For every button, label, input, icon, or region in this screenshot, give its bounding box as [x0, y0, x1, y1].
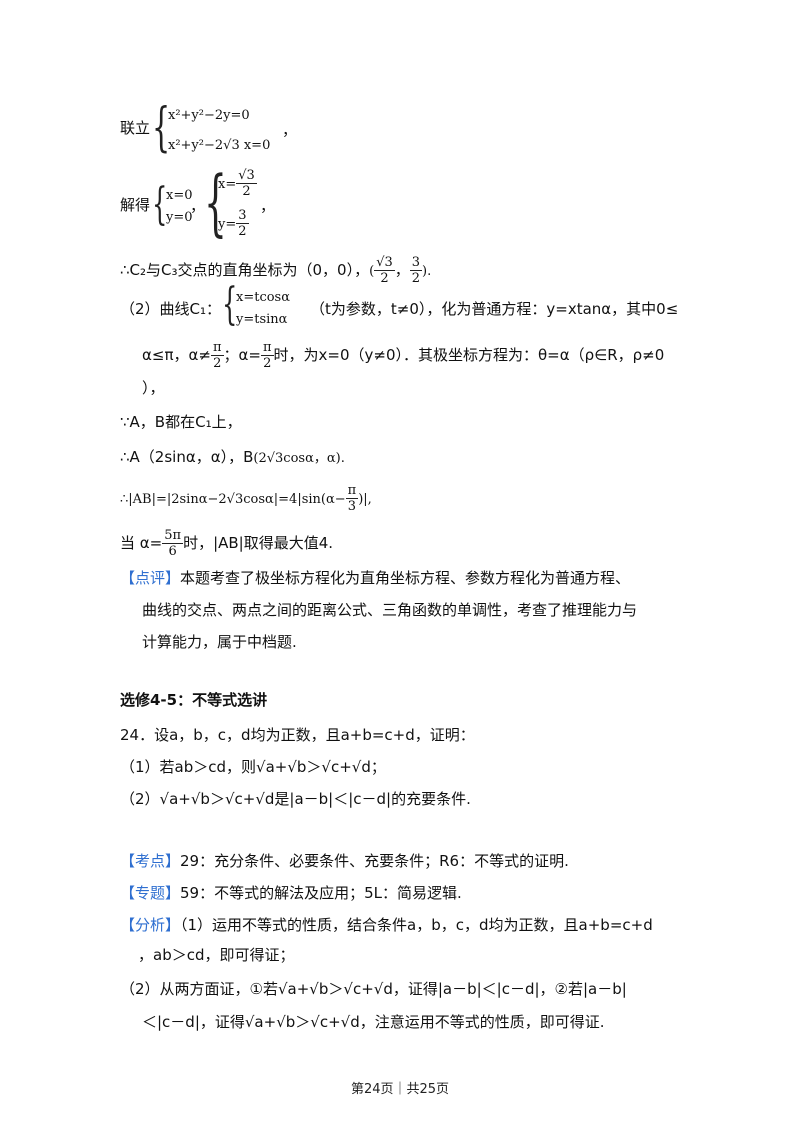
part2-prefix: （2）曲线C₁： — [120, 300, 222, 318]
intersection-comma: ， — [394, 261, 410, 279]
max-b: 时，|AB|取得最大值4. — [183, 534, 334, 552]
part2-line3: ）， — [142, 379, 165, 397]
part2-l2c: 时，为x=0（y≠0）．其极坐标方程为：θ=α（ρ∈R，ρ≠0 — [273, 346, 665, 364]
intersection-num2: 3 — [409, 255, 423, 271]
intersection-close: ). — [422, 264, 432, 279]
fenxi-tag: 【分析】 — [120, 916, 181, 934]
part2-pi-num1: π — [210, 340, 224, 356]
fenxi-line1: 【分析】（1）运用不等式的性质，结合条件a，b，c，d均为正数，且a+b=c+d — [120, 915, 653, 935]
solve-b-x-den: 2 — [242, 184, 251, 199]
distance-den: 3 — [347, 499, 357, 514]
distance-b: )|, — [358, 492, 372, 507]
fenxi-l1: （1）运用不等式的性质，结合条件a，b，c，d均为正数，且a+b=c+d — [180, 916, 653, 934]
system1-label: 联立 — [120, 119, 151, 137]
solve-tail: ， — [260, 197, 276, 215]
distance-a: ∴|AB|=|2sinα−2√3cosα|=4|sin(α− — [120, 492, 346, 507]
part2-pi-num2: π — [260, 340, 274, 356]
intersection-den1: 2 — [380, 271, 389, 286]
max-den: 6 — [168, 544, 177, 559]
distance-num: π — [345, 483, 359, 499]
part2-l2b: ；α= — [223, 346, 261, 364]
zhuanti-text: 59：不等式的解法及应用；5L：简易逻辑. — [180, 884, 462, 902]
solve-b-x-lhs: x= — [218, 177, 237, 192]
solve-b-x-num: √3 — [236, 168, 257, 184]
solve-brace-b: { — [204, 160, 227, 244]
page-footer: 第24页｜共25页 — [350, 1082, 450, 1097]
ab-coords: ∴A（2sinα，α），B(2√3cosα，α). — [120, 447, 345, 469]
intersection-num1: √3 — [374, 255, 395, 271]
fenxi-l2: ，ab＞cd，即可得证； — [138, 946, 295, 964]
system1-tail: ， — [282, 121, 298, 139]
q24-stem: 24．设a，b，c，d均为正数，且a+b=c+d，证明： — [120, 726, 475, 744]
solve-brace-a: { — [152, 179, 168, 230]
solve-b-y-lhs: y= — [218, 217, 237, 232]
ab-coords-b: (2√3cosα，α). — [253, 451, 345, 466]
review-line1: 【点评】本题考查了极坐标方程化为直角坐标方程、参数方程化为普通方程、 — [120, 568, 630, 588]
part2-pi-den1: 2 — [213, 356, 222, 371]
zhuanti-line: 【专题】59：不等式的解法及应用；5L：简易逻辑. — [120, 883, 462, 903]
ab-on-curve: ∵A，B都在C₁上， — [120, 413, 242, 431]
review-l1: 本题考查了极坐标方程化为直角坐标方程、参数方程化为普通方程、 — [180, 569, 631, 587]
review-l3: 计算能力，属于中档题. — [142, 633, 297, 651]
system1-eq1: x²+y²−2y=0 — [168, 108, 250, 123]
fenxi-l4: ＜|c－d|，证得√a+√b＞√c+√d，注意运用不等式的性质，即可得证. — [142, 1013, 605, 1031]
max-a: 当 α= — [120, 534, 163, 552]
fenxi-l3: （2）从两方面证，①若√a+√b＞√c+√d，证得|a－b|＜|c－d|，②若|… — [120, 980, 627, 998]
intersection-den2: 2 — [411, 271, 421, 286]
q24-part2: （2）√a+√b＞√c+√d是|a－b|＜|c－d|的充要条件. — [120, 790, 471, 808]
solve-a-x: x=0 — [166, 188, 193, 203]
review-l2: 曲线的交点、两点之间的距离公式、三角函数的单调性，考查了推理能力与 — [142, 601, 638, 619]
q24-part1: （1）若ab＞cd，则√a+√b＞√c+√d； — [120, 758, 386, 776]
part2-l2a: α≤π，α≠ — [142, 346, 211, 364]
kaodian-text: 29：充分条件、必要条件、充要条件；R6：不等式的证明. — [180, 852, 569, 870]
zhuanti-tag: 【专题】 — [120, 884, 181, 902]
system1-brace: { — [152, 98, 171, 158]
kaodian-tag: 【考点】 — [120, 852, 181, 870]
max-num: 5π — [162, 528, 184, 544]
solve-a-y: y=0 — [166, 210, 193, 225]
system1-eq2: x²+y²−2√3 x=0 — [168, 138, 271, 153]
review-tag: 【点评】 — [120, 569, 181, 587]
part2-eq2: y=tsinα — [236, 312, 288, 327]
ab-coords-a: ∴A（2sinα，α），B — [120, 448, 254, 466]
part2-eq1: x=tcosα — [236, 290, 291, 305]
section-heading: 选修4-5：不等式选讲 — [120, 691, 268, 709]
part2-pi-den2: 2 — [263, 356, 272, 371]
solve-sep: ， — [190, 197, 206, 215]
solve-label: 解得 — [120, 196, 151, 214]
kaodian-line: 【考点】29：充分条件、必要条件、充要条件；R6：不等式的证明. — [120, 851, 569, 871]
solve-b-y-num: 3 — [236, 208, 249, 224]
part2-rest: （t为参数，t≠0），化为普通方程：y=xtanα，其中0≤ — [310, 300, 679, 318]
solve-b-y-den: 2 — [238, 224, 247, 239]
intersection-open: ( — [369, 264, 375, 279]
intersection-text: ∴C₂与C₃交点的直角坐标为（0，0）， — [120, 261, 370, 279]
part2-brace: { — [222, 279, 238, 330]
